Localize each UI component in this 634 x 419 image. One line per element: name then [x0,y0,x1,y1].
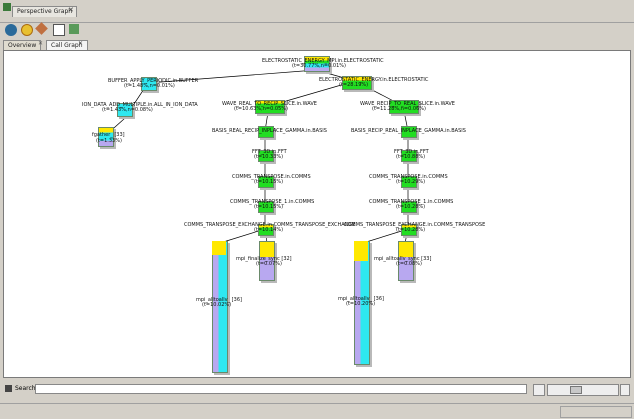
zoom-in-button[interactable] [620,384,630,396]
graph-node-metric: (t=28.19%) [339,82,369,88]
call-graph-canvas[interactable]: ELECTROSTATIC_ENERGY_MPI.in.ELECTROSTATI… [3,50,631,378]
close-icon[interactable]: ✕ [38,40,44,47]
graph-node-name: BASIS_RECIP_REAL_INPLACE_GAMMA.in.BASIS [351,128,466,134]
graph-node-root-metric: (t=30.77%,n=0.01%) [292,63,346,69]
top-tab-bar: Perspective Graph ✕ [0,0,634,23]
palette-icon[interactable] [21,24,33,36]
graph-node[interactable] [401,126,417,138]
graph-node[interactable] [255,100,285,114]
graph-node-name: WAVE_REAL_TO_RECIP_SLICE.in.WAVE [222,101,317,107]
graph-node[interactable] [259,241,275,281]
graph-node-metric: (t=10.28%) [396,204,426,210]
graph-node-root-name: ELECTROSTATIC_ENERGY_MPI.in.ELECTROSTATI… [262,58,384,64]
graph-node-name: COMMS_TRANSPOSE.in.COMMS [232,174,311,180]
graph-node-name: WAVE_RECIP_TO_REAL_SLICE.in.WAVE [360,101,455,107]
graph-node-name: mpi_alltoallv_ [36] [196,297,242,303]
flow-icon[interactable] [69,24,79,34]
graph-node-metric: (t=10.63%,n=0.05%) [234,106,288,112]
zoom-out-button[interactable] [533,384,545,396]
graph-node-metric: (t=10.14%) [254,227,284,233]
graph-node-root[interactable] [304,56,330,72]
graph-node[interactable] [401,201,417,213]
graph-node-metric: (t=10.15%) [254,204,284,210]
close-icon[interactable]: ✕ [68,6,74,14]
graph-node-name: fgather_ [33] [92,132,125,138]
graph-node-name: BUFFER_APPLY_PERIODIC.in.BUFFER [108,78,199,84]
search-input[interactable] [35,384,527,394]
graph-node-metric: (t=1.33%) [96,138,122,144]
graph-node-name: mpi_alltoallv_sync [33] [374,256,432,262]
graph-node[interactable] [398,241,414,281]
view-icon [3,3,11,11]
graph-node[interactable] [401,176,417,188]
graph-node-name: FFT_3D.in.FFT [394,149,429,155]
zoom-slider[interactable] [547,384,619,396]
settings-icon[interactable] [35,22,48,35]
graph-node-name: COMMS_TRANSPOSE.in.COMMS [369,174,448,180]
graph-node[interactable] [258,224,274,236]
tab-perspective-graph[interactable]: Perspective Graph [12,6,78,17]
graph-node-name: FFT_3D.in.FFT [252,149,287,155]
graph-node[interactable] [258,126,274,138]
graph-node-metric: (t=0.07%) [256,261,282,267]
search-icon [5,385,12,392]
graph-node-metric: (t=10.88%) [396,154,426,160]
graph-node[interactable] [342,76,372,90]
tab-overview[interactable]: Overview [3,40,42,51]
graph-node-metric: (t=10.28%) [396,227,426,233]
status-bar [0,403,634,419]
graph-node[interactable] [401,224,417,236]
search-label: Search [15,385,36,392]
graph-node[interactable] [389,100,419,114]
close-icon[interactable]: ✕ [78,40,84,47]
graph-node-name: mpi_alltoallv_ [36] [338,296,384,302]
zoom-handle[interactable] [570,386,582,394]
graph-node-name: ELECTROSTATIC_ENERGY.in.ELECTROSTATIC [319,77,429,83]
graph-node-metric: (t=11.28%,n=0.06%) [372,106,426,112]
graph-node[interactable] [141,77,157,91]
bar-segment [354,241,368,261]
graph-node[interactable] [258,150,274,162]
graph-node-metric: (t=10.33%) [254,154,284,160]
status-field [560,406,632,418]
graph-node-name: ION_DATA_ADD_MULTIPLE.in.ALL_IN_ION_DATA [82,102,198,108]
graph-node[interactable] [98,127,114,147]
search-bar: Search [3,384,630,396]
graph-node-name: mpi_finalize_sync [32] [236,256,292,262]
graph-node-name: BASIS_REAL_RECIP_INPLACE_GAMMA.in.BASIS [212,128,327,134]
graph-node-metric: (t=10.15%) [254,179,284,185]
graph-node[interactable] [258,201,274,213]
graph-node-metric: (t=10.29%) [396,179,426,185]
graph-node-metric: (t=1.48%,n=0.01%) [124,83,175,89]
graph-node[interactable] [258,176,274,188]
table-icon[interactable] [53,24,65,36]
bar-segment [212,241,226,255]
graph-node-metric: (t=10.02%) [202,302,232,308]
edges [105,69,409,244]
globe-icon[interactable] [5,24,17,36]
tab-call-graph[interactable]: Call Graph [46,40,88,51]
graph-node-name: COMMS_TRANSPOSE_1.in.COMMS [369,199,454,205]
graph-node[interactable] [401,150,417,162]
graph-node-name: COMMS_TRANSPOSE_1.in.COMMS [230,199,315,205]
graph-node-name: COMMS_TRANSPOSE_EXCHANGE.in.COMMS_TRANSP… [344,222,486,228]
graph-node-name: COMMS_TRANSPOSE_EXCHANGE.in.COMMS_TRANSP… [184,222,356,228]
graph-node-metric: (t=10.20%) [346,301,376,307]
graph-node[interactable] [117,103,133,117]
graph-node-metric: (t=1.43%,n=0.08%) [102,107,153,113]
graph-node-metric: (t=0.08%) [396,261,422,267]
